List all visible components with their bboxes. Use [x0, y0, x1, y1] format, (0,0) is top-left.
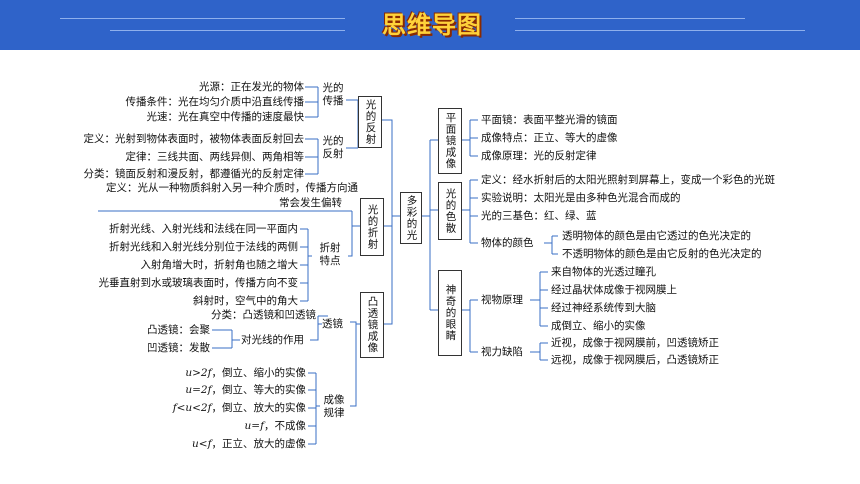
refraction-feature: 折射光线和入射光线分别位于法线的两侧 [109, 241, 298, 253]
imaging-rule: u>2f，倒立、缩小的实像 [185, 367, 306, 379]
dispersion-box: 光的色散 [438, 182, 462, 240]
plane-mirror-item: 成像原理：光的反射定律 [481, 150, 597, 162]
refraction-feature: 光垂直射到水或玻璃表面时，传播方向不变 [98, 277, 299, 289]
plane-mirror-item: 平面镜：表面平整光滑的镜面 [481, 114, 618, 126]
reflection-item: 定律：三线共面、两线异侧、两角相等 [125, 151, 305, 163]
imaging-rule: f<u<2f，倒立、放大的实像 [172, 402, 306, 414]
refraction-feature: 入射角增大时，折射角也随之增大 [140, 259, 299, 271]
imaging-rule: u=2f，倒立、等大的实像 [185, 384, 306, 396]
reflection-sub-label: 光的反射 [320, 133, 346, 163]
eye-box: 神奇的眼睛 [438, 270, 462, 356]
vision-defect-label: 视力缺陷 [481, 346, 523, 358]
header-banner: 思维导图 [0, 0, 860, 50]
lens-label: 透镜 [322, 318, 343, 330]
convex-lens-effect: 凸透镜：会聚 [147, 324, 210, 336]
refraction-features-label: 折射特点 [313, 240, 347, 270]
vision-principle-item: 成倒立、缩小的实像 [551, 320, 646, 332]
reflection-item: 定义：光射到物体表面时，被物体表面反射回去 [83, 133, 305, 145]
object-color-label: 物体的颜色 [481, 237, 534, 249]
lens-box: 凸透镜成像 [360, 292, 384, 358]
object-color-item: 不透明物体的颜色是由它反射的色光决定的 [562, 248, 762, 260]
vision-defect-item: 远视，成像于视网膜后，凸透镜矫正 [551, 354, 719, 366]
refraction-feature: 折射光线、入射光线和法线在同一平面内 [109, 223, 298, 235]
refraction-box: 光的折射 [360, 198, 384, 256]
dispersion-item: 定义：经水折射后的太阳光照射到屏幕上，变成一个彩色的光斑 [481, 174, 775, 186]
vision-principle-item: 经过晶状体成像于视网膜上 [551, 284, 677, 296]
lens-effect-label: 对光线的作用 [241, 334, 304, 346]
reflection-group-box: 光的反射 [358, 96, 382, 148]
refraction-definition: 常会发生偏转 [279, 197, 342, 209]
plane-mirror-box: 平面镜成像 [438, 108, 462, 174]
lens-classification: 分类：凸透镜和凹透镜 [211, 309, 316, 321]
vision-defect-item: 近视，成像于视网膜前，凹透镜矫正 [551, 337, 719, 349]
vision-principle-label: 视物原理 [481, 294, 523, 306]
propagation-item: 光速：光在真空中传播的速度最快 [146, 111, 305, 123]
propagation-item: 光源：正在发光的物体 [199, 81, 304, 93]
concave-lens-effect: 凹透镜：发散 [147, 342, 210, 354]
propagation-item: 传播条件：光在均匀介质中沿直线传播 [125, 96, 305, 108]
object-color-item: 透明物体的颜色是由它透过的色光决定的 [562, 230, 751, 242]
propagation-label: 光的传播 [320, 80, 346, 110]
refraction-definition: 定义：光从一种物质斜射入另一种介质时，传播方向通 [106, 182, 358, 194]
reflection-item: 分类：镜面反射和漫反射，都遵循光的反射定律 [83, 168, 305, 180]
imaging-rule: u=f，不成像 [244, 420, 306, 432]
page-title: 思维导图 [382, 11, 482, 39]
vision-principle-item: 来自物体的光透过瞳孔 [551, 266, 656, 278]
plane-mirror-item: 成像特点：正立、等大的虚像 [481, 132, 618, 144]
dispersion-item: 实验说明：太阳光是由多种色光混合而成的 [481, 192, 681, 204]
imaging-rules-label: 成像规律 [320, 392, 348, 422]
dispersion-item: 光的三基色：红、绿、蓝 [481, 210, 597, 222]
center-topic-box: 多彩的光 [400, 192, 422, 244]
refraction-feature: 斜射时，空气中的角大 [193, 295, 298, 307]
imaging-rule: u<f，正立、放大的虚像 [192, 438, 306, 450]
vision-principle-item: 经过神经系统传到大脑 [551, 302, 656, 314]
